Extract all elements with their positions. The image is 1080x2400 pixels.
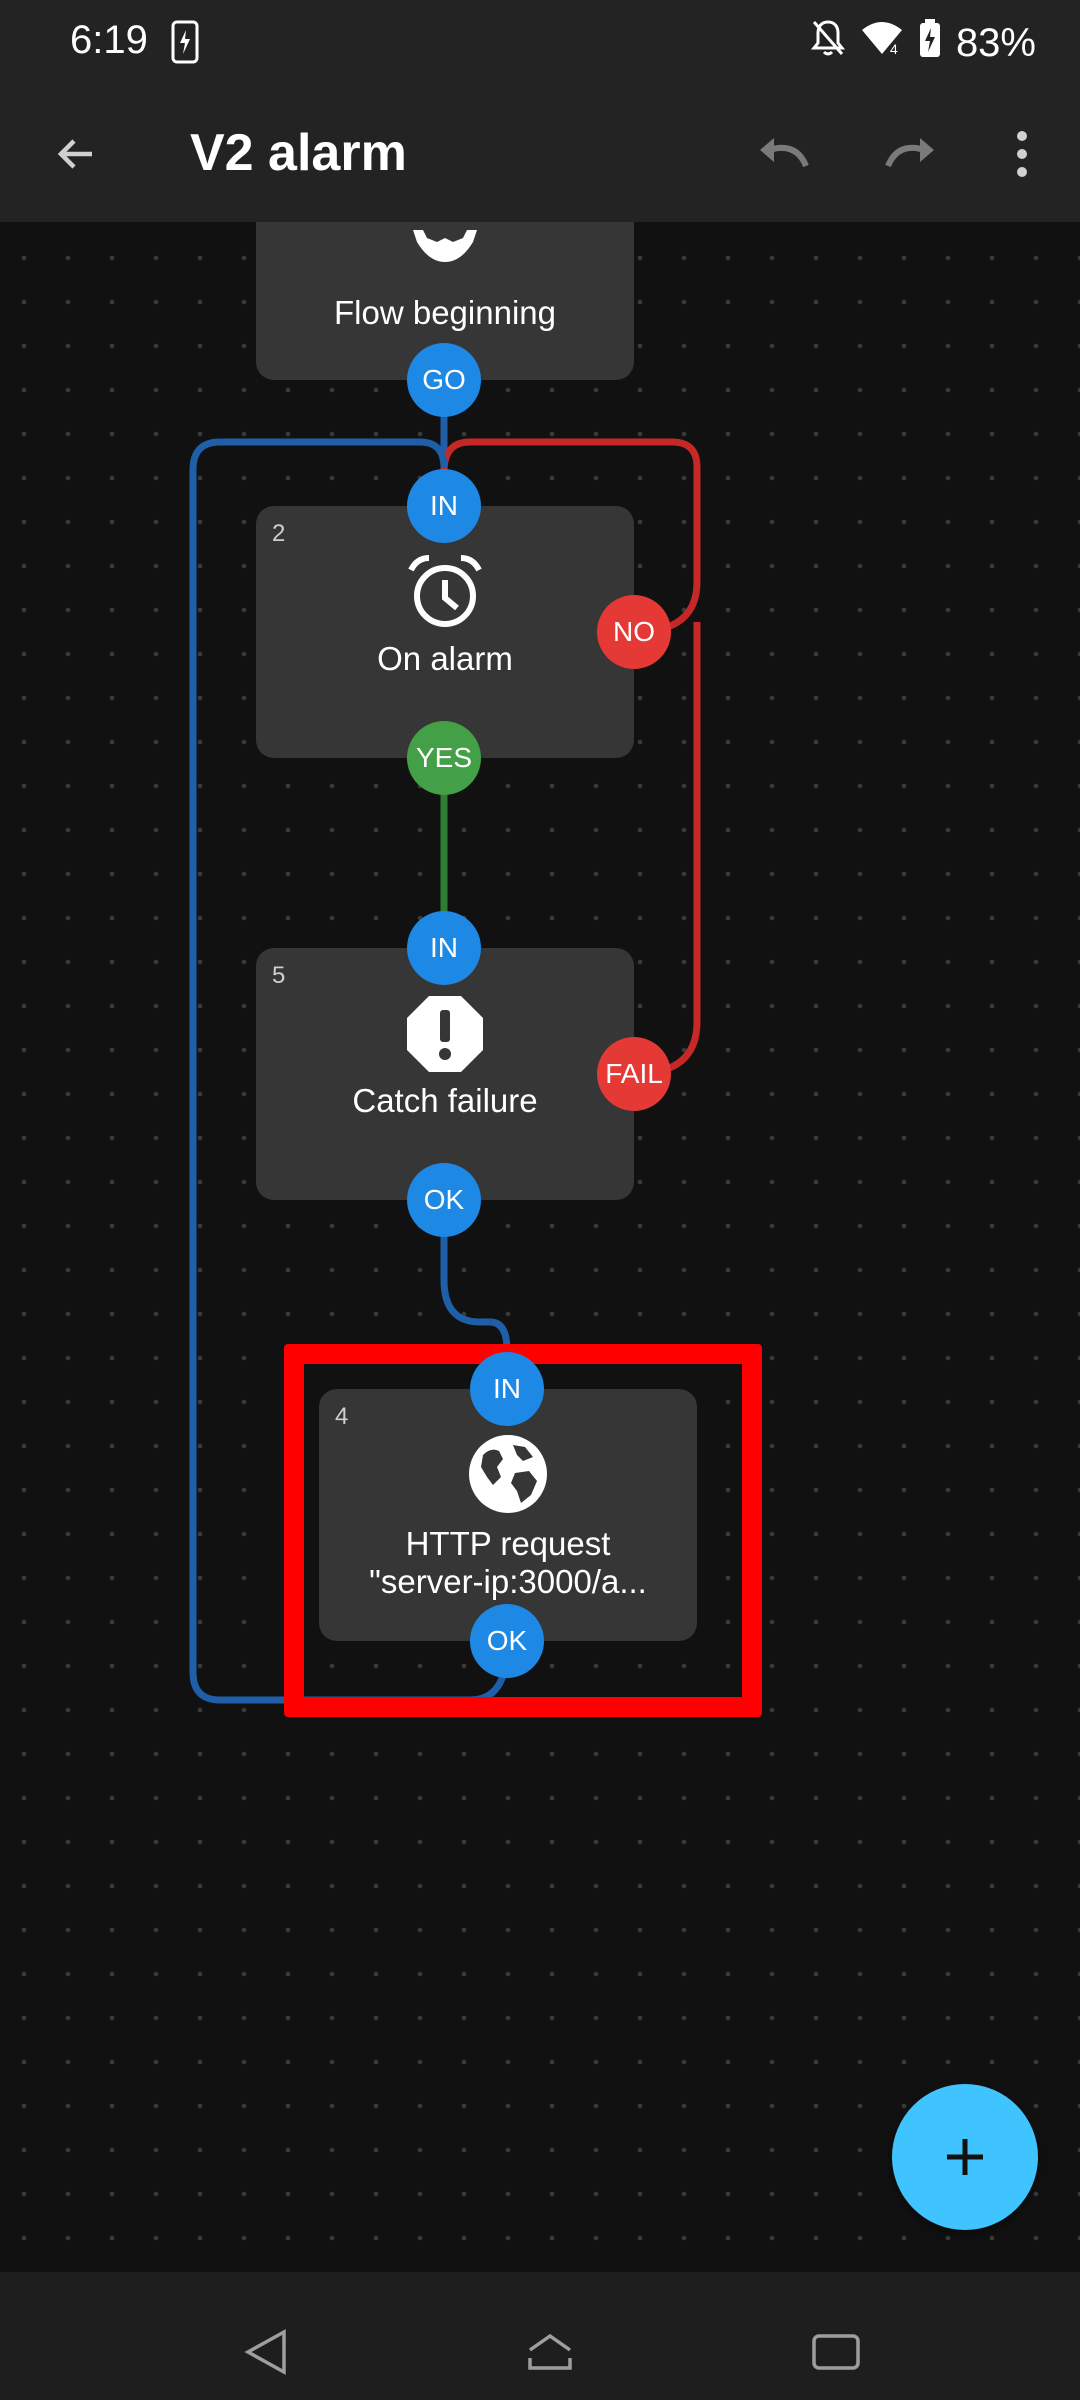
plus-icon	[947, 2139, 983, 2175]
more-options-button[interactable]	[990, 118, 1054, 190]
port-in[interactable]: IN	[407, 469, 481, 543]
node-on-alarm[interactable]: 2 On alarm	[256, 506, 634, 758]
recents-icon	[812, 2334, 860, 2370]
port-go[interactable]: GO	[407, 343, 481, 417]
port-no[interactable]: NO	[597, 595, 671, 669]
redo-icon	[885, 138, 934, 168]
nav-recents-button[interactable]	[806, 2322, 866, 2382]
node-label: Flow beginning	[334, 294, 556, 331]
arrow-back-icon	[57, 139, 92, 169]
system-nav-bar	[0, 2272, 1080, 2400]
wire-http-ok-loop	[189, 438, 511, 1704]
flow-canvas[interactable]: Flow beginning GO 2 On alarm IN NO YES 5…	[0, 222, 1080, 2272]
node-label: Catch failure	[352, 1082, 538, 1119]
status-time: 6:19	[70, 18, 148, 62]
undo-button[interactable]	[748, 118, 820, 190]
port-ok[interactable]: OK	[407, 1163, 481, 1237]
node-label-line2: "server-ip:3000/a...	[369, 1563, 647, 1600]
add-node-button[interactable]	[892, 2084, 1038, 2230]
wire-fail-in	[633, 622, 701, 1078]
page-title: V2 alarm	[190, 124, 407, 182]
redo-button[interactable]	[874, 118, 946, 190]
status-indicators: 4 83%	[810, 18, 1036, 68]
node-label: On alarm	[377, 640, 513, 677]
node-label-line1: HTTP request	[405, 1525, 611, 1562]
port-yes[interactable]: YES	[407, 721, 481, 795]
battery-charging-icon	[918, 18, 942, 68]
home-icon	[528, 2333, 572, 2370]
battery-percent: 83%	[955, 20, 1036, 65]
port-in[interactable]: IN	[407, 911, 481, 985]
node-number: 4	[335, 1403, 349, 1430]
node-catch-failure[interactable]: 5 Catch failure	[256, 948, 634, 1200]
wire-ok-in	[440, 1200, 511, 1351]
warning-octagon-icon	[405, 994, 485, 1079]
phone-charging-icon	[170, 20, 200, 69]
node-number: 2	[272, 520, 286, 547]
svg-text:4: 4	[890, 41, 898, 56]
port-in[interactable]: IN	[470, 1352, 544, 1426]
node-http-request[interactable]: 4 HTTP request "server-ip:3000/a...	[319, 1389, 697, 1641]
wire-no-in	[440, 438, 701, 636]
nav-home-button[interactable]	[520, 2322, 580, 2382]
node-number: 5	[272, 962, 286, 989]
nav-back-button[interactable]	[236, 2322, 296, 2382]
back-button[interactable]	[40, 118, 112, 190]
notifications-off-icon	[810, 18, 846, 68]
globe-icon	[467, 1433, 549, 1520]
more-vert-icon	[1017, 131, 1027, 177]
port-fail[interactable]: FAIL	[597, 1037, 671, 1111]
alarm-clock-icon	[405, 554, 485, 635]
port-ok[interactable]: OK	[470, 1604, 544, 1678]
wifi-icon: 4	[860, 20, 904, 66]
undo-icon	[760, 138, 809, 168]
back-triangle-icon	[244, 2329, 286, 2375]
gear-icon	[407, 226, 483, 271]
